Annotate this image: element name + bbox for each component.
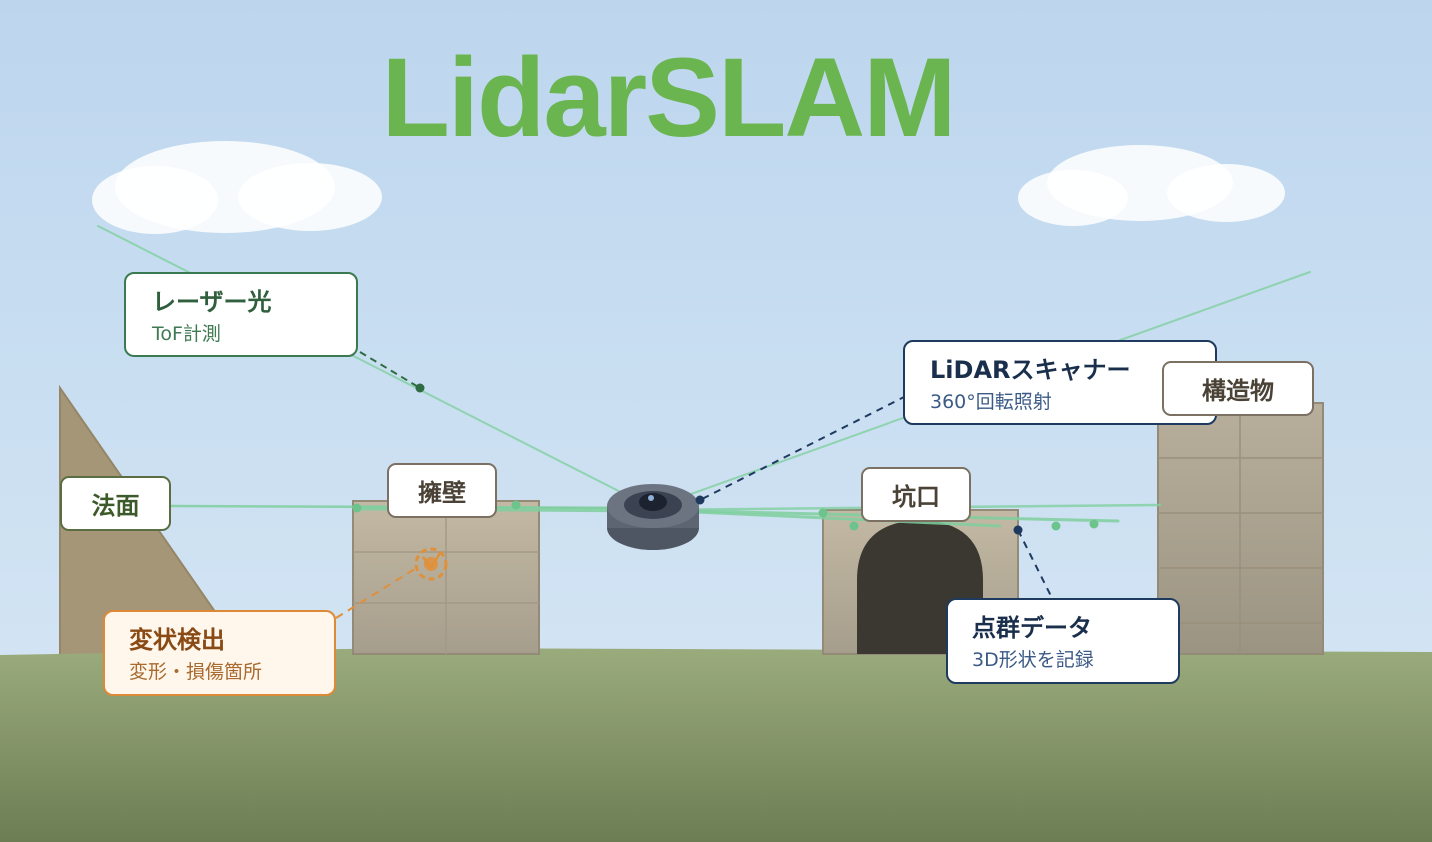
point-cloud [352, 500, 1099, 531]
label-tunnel-portal: 坑口 [861, 467, 971, 522]
callout-deformation-title: 変状検出 [129, 626, 225, 654]
point [849, 521, 859, 531]
cloud-right [1018, 145, 1285, 226]
leader-deformation [335, 566, 419, 619]
lidar-scanner-icon[interactable] [607, 484, 699, 550]
point [1089, 519, 1099, 529]
point [818, 508, 828, 518]
point [1051, 521, 1061, 531]
callout-pointcloud-title: 点群データ [972, 614, 1092, 642]
cloud-left [92, 141, 382, 234]
retaining-wall [352, 500, 540, 655]
label-retaining-wall: 擁壁 [387, 463, 497, 518]
leader-laser-dot [415, 383, 425, 393]
callout-pointcloud-subtitle: 3D形状を記録 [972, 649, 1094, 671]
leader-lidar-dot [695, 495, 705, 505]
label-structure: 構造物 [1162, 361, 1314, 416]
callout-laser: レーザー光 ToF計測 [124, 272, 358, 357]
callout-deformation-subtitle: 変形・損傷箇所 [129, 661, 263, 683]
label-slope: 法面 [60, 476, 171, 531]
leader-pointcloud-dot [1013, 525, 1023, 535]
deformation-marker-icon[interactable] [414, 547, 448, 581]
point [352, 503, 362, 513]
callout-lidar-subtitle: 360°回転照射 [930, 391, 1052, 413]
page-title: LidarSLAM [381, 35, 956, 160]
ground [0, 648, 1432, 842]
callout-deformation: 変状検出 変形・損傷箇所 [103, 610, 336, 696]
building [1157, 402, 1324, 655]
callout-lidar-title: LiDARスキャナー [930, 356, 1131, 384]
callout-laser-subtitle: ToF計測 [152, 323, 221, 345]
leader-pointcloud [1017, 529, 1054, 601]
point [511, 500, 521, 510]
laser-beam-right-3 [650, 508, 1002, 528]
callout-laser-title: レーザー光 [152, 288, 272, 316]
callout-pointcloud: 点群データ 3D形状を記録 [946, 598, 1180, 684]
